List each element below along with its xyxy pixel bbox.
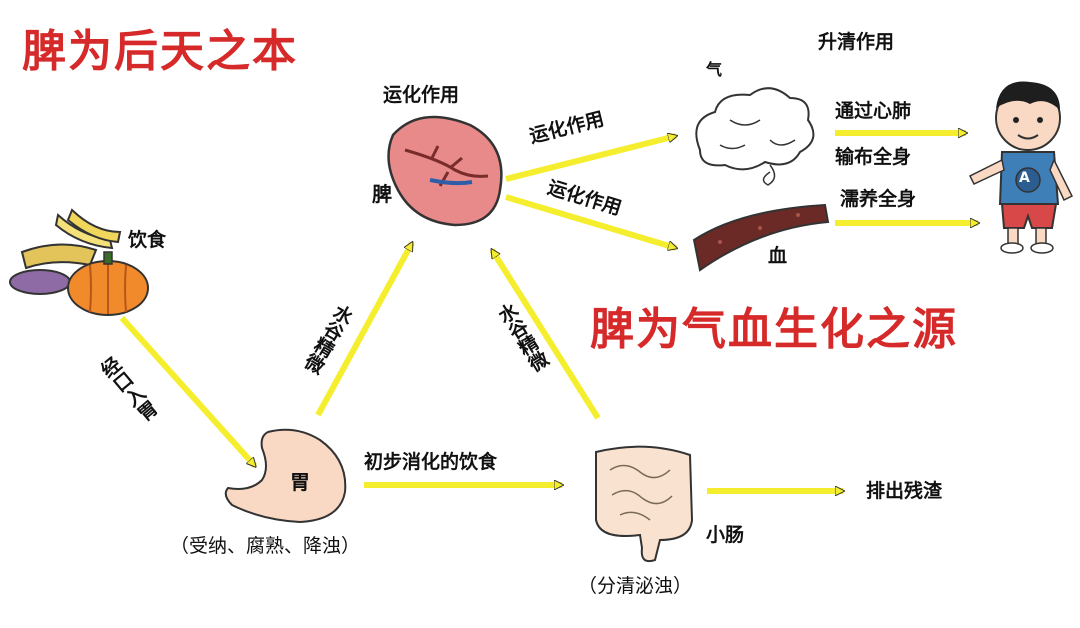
person-illustration [968,81,1074,254]
small-intestine-illustration [595,445,694,563]
label-stomach-to-intestine: 初步消化的饮食 [364,451,498,473]
arrow-stomach-to-spleen [315,243,415,417]
label-qi-to-body-2: 输布全身 [835,146,912,168]
person-shirt-letter: A [1019,170,1030,186]
label-blood: 血 [768,245,788,267]
arrow-spleen-to-blood [505,194,676,248]
label-qi: 气 [706,60,723,79]
label-blood-to-body: 濡养全身 [840,188,917,210]
label-small-intestine-function: （分清泌浊） [578,575,693,597]
flow-arrows [119,133,978,491]
label-stomach-functions: （受纳、腐熟、降浊） [170,535,361,557]
label-small-intestine: 小肠 [706,524,745,546]
title-spleen-source: 脾为气血生化之源 [590,304,958,355]
label-intestine-out: 排出残渣 [866,480,943,502]
stomach-illustration [224,428,347,524]
label-stomach: 胃 [290,470,310,494]
label-food: 饮食 [128,229,167,251]
spleen-illustration [387,115,503,227]
arrow-spleen-to-qi [505,136,676,182]
food-illustration [9,208,149,316]
arrow-intestine-to-spleen [489,250,601,420]
label-spleen-top: 运化作用 [383,84,460,106]
blood-illustration [692,203,830,272]
qi-cloud-illustration [695,87,815,186]
label-qi-up: 升清作用 [818,31,895,53]
label-qi-to-body-1: 通过心肺 [835,100,912,122]
arrow-food-to-stomach [119,315,258,466]
title-spleen-foundation: 脾为后天之本 [22,26,298,77]
label-spleen: 脾 [372,182,392,206]
